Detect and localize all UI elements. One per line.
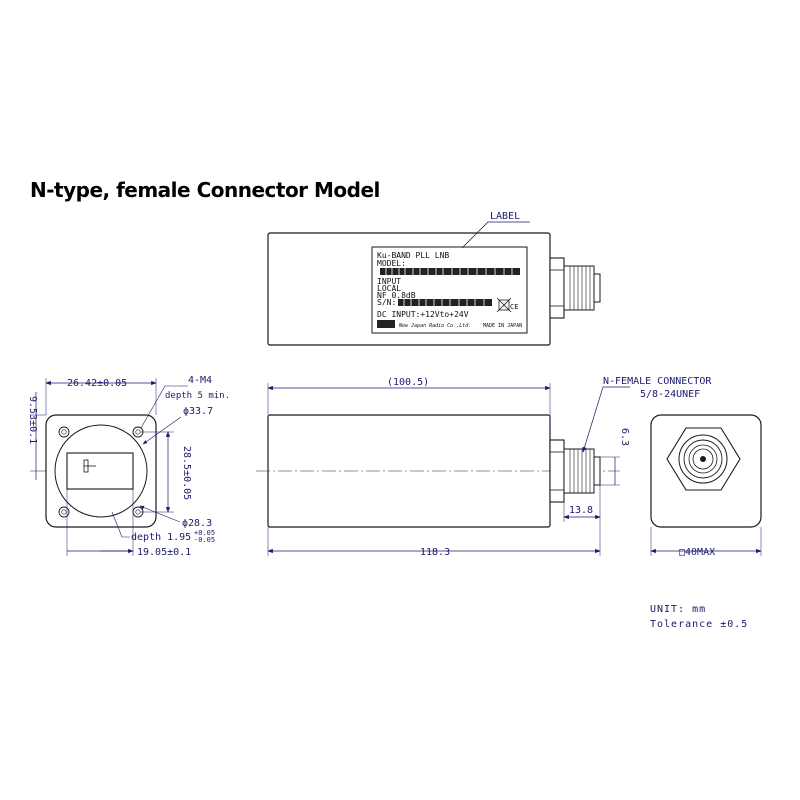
dim-body-length: (100.5) (387, 377, 429, 388)
dim-depth-tol-lower: -0.05 (194, 536, 215, 544)
dim-bolt-spacing: 28.5±0.05 (181, 446, 192, 500)
weee-icon (496, 297, 512, 313)
dim-bolt-depth: depth 5 min. (165, 391, 230, 401)
dim-depth-tol-upper: +0.05 (194, 529, 215, 537)
dim-waveguide-width: 19.05±0.1 (137, 547, 191, 558)
dim-waveguide-depth: depth 1.95 (131, 532, 191, 543)
label-line-serial: S/N: (377, 298, 396, 307)
bolt-hole-tl (58, 426, 70, 438)
label-callout-text: LABEL (490, 211, 520, 222)
label-line-nf: NF 0.8dB (377, 291, 416, 300)
dim-connector-offset: 6.3 (619, 428, 630, 446)
side-view-nut (549, 439, 565, 503)
dim-flange-height: 9.53±0.1 (27, 396, 38, 444)
page-title: N-type, female Connector Model (30, 178, 380, 202)
dim-bolt-holes: 4-M4 (188, 375, 212, 386)
label-made-in: MADE IN JAPAN (483, 323, 522, 329)
ce-mark-icon: CE (510, 303, 518, 311)
top-view-nut (549, 257, 565, 319)
connector-thread: 5/8-24UNEF (640, 389, 700, 400)
dim-phi-outer: ϕ33.7 (183, 406, 213, 417)
label-line-local: LOCAL (377, 284, 401, 293)
top-view: Ku-BAND PLL LNB MODEL: INPUT LOCAL NF 0.… (267, 211, 601, 346)
label-line-band: Ku-BAND PLL LNB (377, 251, 449, 260)
bolt-hole-bl (58, 506, 70, 518)
tolerance-note: Tolerance ±0.5 (650, 619, 748, 630)
unit-note: UNIT: mm (650, 604, 706, 615)
maker-logo (377, 320, 395, 328)
label-maker: New Japan Radio Co.,Ltd. (398, 323, 471, 329)
side-view-connector (563, 448, 595, 494)
top-view-connector (563, 265, 595, 311)
dim-overall-length: 118.3 (420, 547, 450, 558)
label-line-model: MODEL: (377, 259, 406, 268)
dim-phi-inner: ϕ28.3 (182, 518, 212, 529)
end-view: □40MAX (650, 414, 762, 558)
product-label: Ku-BAND PLL LNB MODEL: INPUT LOCAL NF 0.… (371, 246, 528, 334)
label-line-dc-input: DC INPUT:+12Vto+24V (377, 310, 469, 319)
connector-name: N-FEMALE CONNECTOR (603, 376, 712, 387)
dim-end-size: □40MAX (679, 547, 715, 558)
side-view: (100.5) 118.3 13.8 6.3 N-FEMALE CONNECTO… (256, 376, 712, 558)
drawing-notes: UNIT: mm Tolerance ±0.5 (650, 604, 748, 630)
dim-flange-width: 26.42±0.05 (67, 378, 127, 389)
waveguide-opening (66, 452, 134, 490)
label-line-input: INPUT (377, 277, 401, 286)
dim-connector-length: 13.8 (569, 505, 593, 516)
front-view: 26.42±0.05 9.53±0.1 4-M4 depth 5 min. ϕ3… (27, 375, 230, 558)
